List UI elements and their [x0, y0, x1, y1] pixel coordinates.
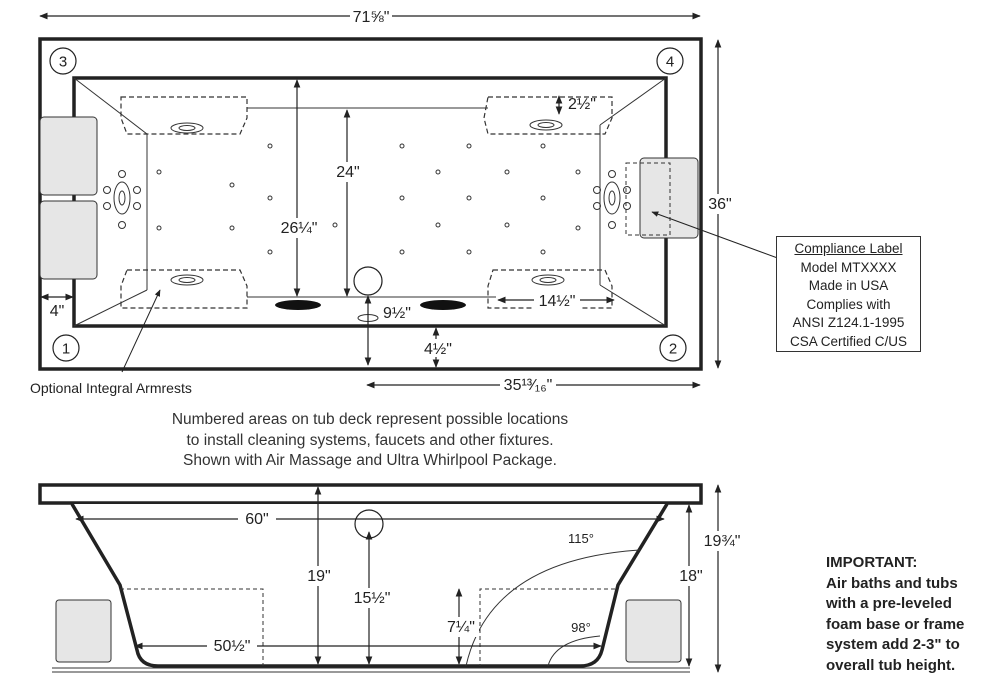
deck-location-3: 3	[49, 47, 77, 75]
armrest-bottom-left	[120, 269, 248, 309]
important-note: IMPORTANT: Air baths and tubs with a pre…	[826, 553, 991, 676]
diagram-caption: Numbered areas on tub deck represent pos…	[90, 410, 650, 472]
support-block-right	[625, 599, 682, 663]
armrest-leader	[121, 289, 161, 373]
side-view: 115° 98° 60" 50½" 19" 15½" 7¼" 18" 19¾"	[38, 483, 744, 673]
important-line: Air baths and tubs	[826, 574, 958, 592]
interior-width-label: 26¼"	[281, 220, 318, 237]
armrest-label: Optional Integral Armrests	[30, 380, 192, 396]
compliance-line: CSA Certified C/US	[789, 333, 908, 349]
overall-length-label: 71⅝"	[353, 9, 390, 26]
compliance-label-location	[625, 162, 671, 236]
deck-location-2: 2	[659, 334, 687, 362]
armrest-length-label: 14½"	[539, 293, 576, 310]
deck-offset-label: 4½"	[424, 341, 452, 358]
armrest-depth-label: 2½"	[568, 96, 596, 113]
top-view: 71⅝"	[30, 7, 784, 396]
angle-arc-upper	[465, 549, 641, 667]
control-panel-left	[103, 170, 141, 229]
side-offset-label: 4"	[50, 303, 65, 320]
important-line: with a pre-leveled	[826, 595, 952, 612]
armrest-bottom-right	[487, 269, 613, 309]
interior-depth-label: 24"	[336, 164, 359, 181]
tub-rim	[38, 483, 703, 505]
armrest-top-left	[120, 96, 248, 135]
compliance-line: ANSI Z124.1-1995	[792, 315, 905, 330]
total-height-label: 19¾"	[704, 533, 741, 550]
compliance-label-box: Compliance Label Model MTXXXX Made in US…	[776, 236, 921, 352]
support-block-left	[55, 599, 112, 663]
half-length-label: 35¹³⁄₁₆"	[504, 377, 553, 394]
compliance-line: Model MTXXXX	[800, 259, 897, 275]
important-heading: IMPORTANT:	[826, 554, 918, 571]
pillow-left-upper	[39, 116, 98, 196]
caption-line: Numbered areas on tub deck represent pos…	[171, 411, 569, 428]
air-jets	[156, 143, 581, 255]
caption-line: to install cleaning systems, faucets and…	[186, 431, 554, 449]
svg-text:1: 1	[62, 341, 70, 358]
control-panel-right	[593, 170, 631, 229]
angle-lower-label: 98°	[571, 620, 591, 635]
bottom-length-label: 50½"	[214, 638, 251, 655]
inner-height-label: 18"	[679, 568, 702, 585]
important-line: system add 2-3" to	[826, 636, 960, 653]
seat-height-label: 7¼"	[447, 619, 475, 636]
pillow-left-lower	[39, 200, 98, 280]
drain-height-label: 15½"	[354, 590, 391, 607]
top-length-label: 60"	[245, 511, 268, 528]
whirlpool-suction-left	[275, 300, 321, 310]
caption-line: Shown with Air Massage and Ultra Whirlpo…	[183, 452, 557, 469]
compliance-line: Complies with	[806, 296, 891, 312]
whirlpool-suction-right	[420, 300, 466, 310]
deck-location-4: 4	[656, 47, 684, 75]
compliance-line: Made in USA	[808, 278, 889, 293]
compliance-title: Compliance Label	[794, 241, 903, 256]
angle-upper-label: 115°	[568, 531, 594, 546]
drain-icon	[353, 266, 383, 296]
deck-location-1: 1	[52, 334, 80, 362]
depth-label: 19"	[307, 568, 330, 585]
armrest-top-right	[483, 96, 613, 135]
tub-basin-outline	[72, 76, 668, 328]
svg-text:2: 2	[669, 341, 677, 358]
important-line: overall tub height.	[826, 656, 956, 674]
overall-width-label: 36"	[708, 196, 731, 213]
important-line: foam base or frame	[826, 615, 965, 633]
compliance-leader	[651, 211, 784, 261]
svg-text:4: 4	[666, 54, 674, 71]
svg-text:3: 3	[59, 54, 67, 71]
pillow-right	[639, 157, 699, 239]
drain-offset-label: 9½"	[383, 305, 411, 322]
